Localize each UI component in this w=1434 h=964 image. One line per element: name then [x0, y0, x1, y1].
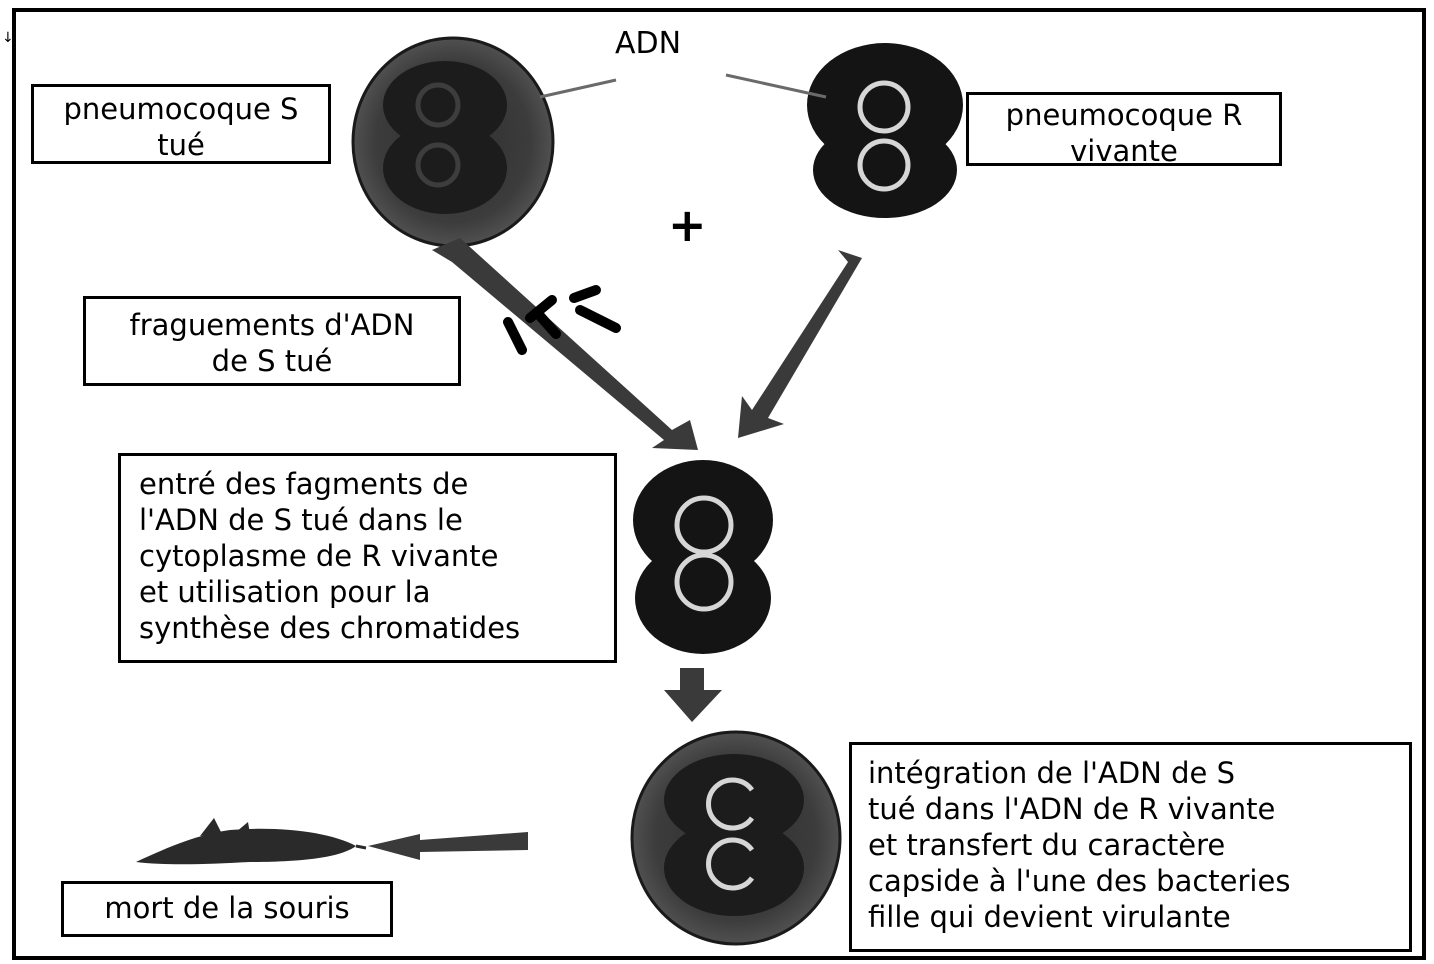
dead-mouse — [136, 818, 367, 865]
transformed-cell — [633, 460, 773, 654]
s-killed-bacterium — [351, 36, 555, 248]
label-line: fraguements d'ADN — [129, 308, 415, 342]
arrow-to-mouse — [368, 832, 528, 860]
plus-sign: + — [668, 198, 707, 252]
label-line: capside à l'une des bacteries — [868, 864, 1291, 898]
diagram-frame — [12, 8, 1426, 960]
corner-mark: ↓ — [2, 30, 14, 46]
label-line: intégration de l'ADN de S — [868, 756, 1235, 790]
label-line: fille qui devient virulante — [868, 900, 1231, 934]
label-line: cytoplasme de R vivante — [139, 539, 499, 573]
label-r-living: pneumocoque R vivante — [966, 92, 1282, 168]
adn-label: ADN — [615, 26, 682, 61]
label-death: mort de la souris — [61, 881, 393, 937]
arrow-s-to-center — [432, 238, 698, 450]
label-line: de S tué — [211, 344, 333, 378]
adn-pointer-left — [539, 78, 617, 99]
dna-fragments-icon — [503, 285, 621, 355]
label-line: synthèse des chromatides — [139, 611, 521, 645]
label-line: tué — [157, 128, 205, 162]
label-s-killed: pneumocoque S tué — [31, 84, 331, 164]
label-line: l'ADN de S tué dans le — [139, 503, 463, 537]
label-fragments: fraguements d'ADN de S tué — [83, 296, 461, 386]
label-line: vivante — [1070, 134, 1178, 168]
label-line: pneumocoque S — [63, 92, 299, 126]
label-line: entré des fagments de — [139, 467, 469, 501]
r-living-bacterium — [807, 43, 963, 218]
arrow-r-to-center — [738, 250, 862, 438]
adn-pointer-right — [725, 73, 827, 99]
label-entry: entré des fagments de l'ADN de S tué dan… — [118, 453, 617, 663]
label-integration: intégration de l'ADN de S tué dans l'ADN… — [849, 742, 1412, 952]
label-line: mort de la souris — [104, 891, 350, 925]
label-line: et utilisation pour la — [139, 575, 431, 609]
arrow-down — [664, 668, 722, 722]
label-line: et transfert du caractère — [868, 828, 1226, 862]
label-line: tué dans l'ADN de R vivante — [868, 792, 1276, 826]
virulent-bacterium — [630, 730, 842, 946]
label-line: pneumocoque R — [1005, 98, 1243, 132]
